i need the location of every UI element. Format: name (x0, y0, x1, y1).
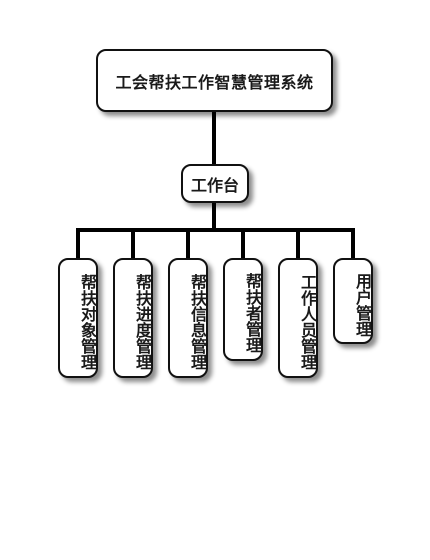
module-label-5: 工作人员管理 (298, 273, 317, 370)
connector-root-hub (212, 112, 216, 164)
module-label-4: 帮扶者管理 (243, 273, 262, 353)
module-node-1: 帮扶对象管理 (58, 258, 98, 378)
root-node: 工会帮扶工作智慧管理系统 (96, 49, 333, 112)
module-node-3: 帮扶信息管理 (168, 258, 208, 378)
connector-branch-5 (296, 228, 300, 258)
connector-branch-3 (186, 228, 190, 258)
connector-bus (76, 228, 355, 232)
module-node-5: 工作人员管理 (278, 258, 318, 378)
module-node-4: 帮扶者管理 (223, 258, 263, 361)
root-node-label: 工会帮扶工作智慧管理系统 (115, 72, 314, 92)
connector-branch-6 (351, 228, 355, 258)
module-label-3: 帮扶信息管理 (188, 273, 207, 370)
module-label-6: 用户管理 (353, 272, 372, 337)
module-label-2: 帮扶进度管理 (133, 273, 152, 370)
connector-hub-bus (212, 203, 216, 230)
module-node-2: 帮扶进度管理 (113, 258, 153, 378)
module-label-1: 帮扶对象管理 (78, 273, 97, 370)
hub-node: 工作台 (181, 164, 249, 203)
connector-branch-1 (76, 228, 80, 258)
connector-branch-2 (131, 228, 135, 258)
hub-node-label: 工作台 (190, 175, 239, 195)
connector-branch-4 (241, 228, 245, 258)
module-node-6: 用户管理 (333, 258, 373, 344)
